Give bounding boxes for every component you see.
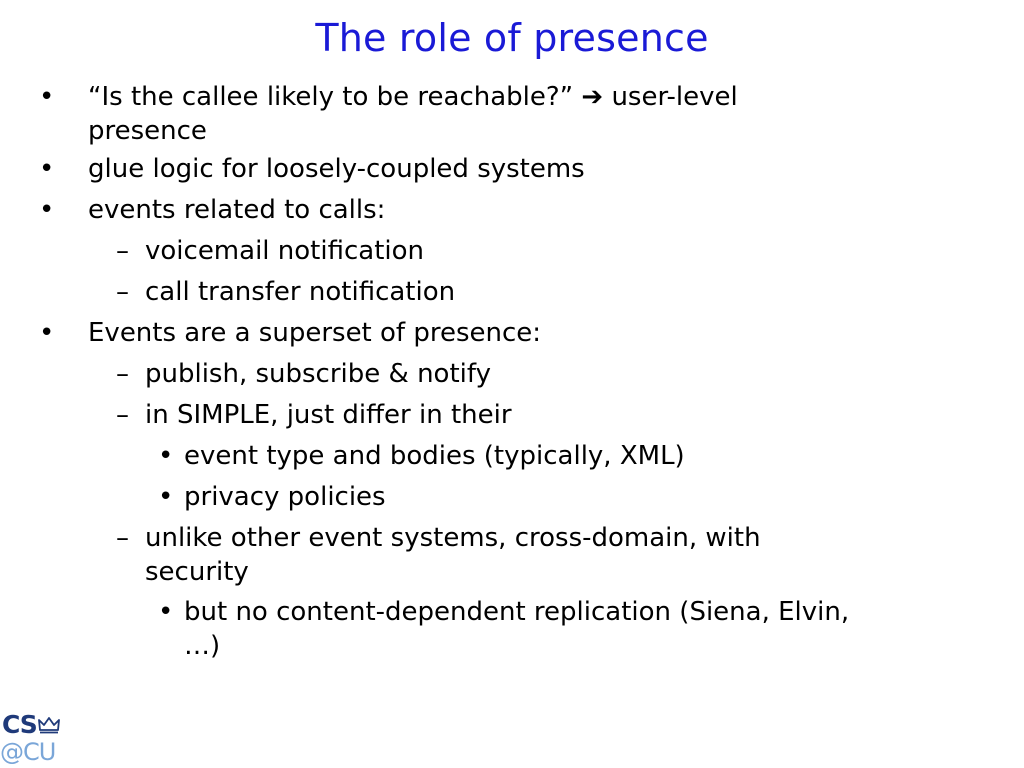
dash-marker: – [116,236,129,266]
bullet-marker: • [39,195,55,225]
slide-title: The role of presence [315,16,709,60]
dash-marker: – [116,400,129,430]
bullet-text: but no content-dependent replication (Si… [184,597,850,627]
bullet-text: publish, subscribe & notify [145,359,491,389]
bullet-text-continued: security [145,557,249,587]
bullet-item: • Events are a superset of presence: [39,316,542,350]
bullet-text: glue logic for loosely-coupled systems [88,154,585,184]
dash-marker: – [116,359,129,389]
sub-bullet-item: – call transfer notification [116,275,456,309]
dash-marker: – [116,523,129,553]
bullet-marker: • [39,318,55,348]
bullet-text: “Is the callee likely to be reachable?” … [88,82,738,112]
cs-at-cu-logo: CS @CU [0,708,70,768]
bullet-text: privacy policies [184,482,386,512]
sub-bullet-item: – unlike other event systems, cross-doma… [116,521,761,589]
bullet-text: voicemail notification [145,236,424,266]
sub-sub-bullet-item: • event type and bodies (typically, XML) [158,439,685,473]
sub-sub-bullet-item: • but no content-dependent replication (… [158,595,850,663]
bullet-text: Events are a superset of presence: [88,318,542,348]
bullet-text: unlike other event systems, cross-domain… [145,523,761,553]
bullet-marker: • [39,154,55,184]
bullet-text: event type and bodies (typically, XML) [184,441,685,471]
bullet-item: • events related to calls: [39,193,386,227]
bullet-list: • “Is the callee likely to be reachable?… [39,80,850,663]
bullet-text-continued: presence [88,116,207,146]
logo-at-cu-text: @CU [0,738,56,766]
bullet-marker: • [39,82,55,112]
bullet-text-continued: …) [184,631,221,661]
dash-marker: – [116,277,129,307]
crown-icon [38,717,60,734]
bullet-marker: • [158,597,174,627]
bullet-text: call transfer notification [145,277,456,307]
bullet-text: in SIMPLE, just differ in their [145,400,512,430]
sub-bullet-item: – voicemail notification [116,234,424,268]
bullet-marker: • [158,441,174,471]
logo-cs-text: CS [2,710,38,739]
sub-bullet-item: – in SIMPLE, just differ in their [116,398,512,432]
sub-bullet-item: – publish, subscribe & notify [116,357,491,391]
bullet-item: • “Is the callee likely to be reachable?… [39,80,738,148]
bullet-marker: • [158,482,174,512]
sub-sub-bullet-item: • privacy policies [158,480,386,514]
bullet-item: • glue logic for loosely-coupled systems [39,152,585,186]
bullet-text: events related to calls: [88,195,386,225]
